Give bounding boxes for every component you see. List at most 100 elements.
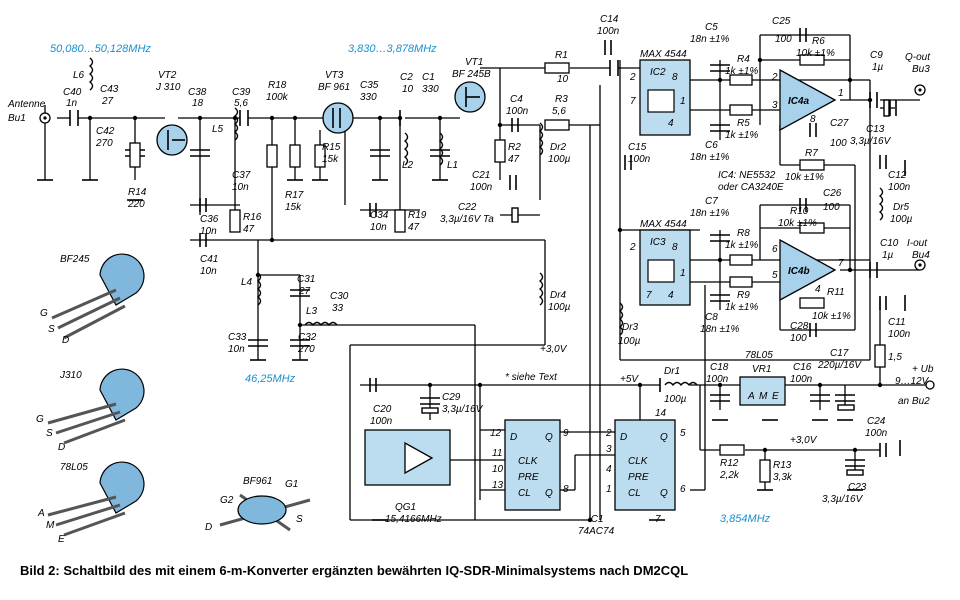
val-r7: 10k ±1% <box>785 172 824 183</box>
qg1-freq: 15,4166MHz <box>385 514 442 525</box>
bf961-s: S <box>296 514 303 525</box>
ff2-clk: CLK <box>628 456 649 467</box>
pin-ic4a-1: 1 <box>838 88 844 99</box>
val-c32: 270 <box>297 344 315 355</box>
ref-c27: C27 <box>830 118 849 129</box>
val-c34: 10n <box>370 222 387 233</box>
figure-caption: Bild 2: Schaltbild des mit einem 6-m-Kon… <box>20 563 688 578</box>
pin-ic1-10: 10 <box>492 464 504 475</box>
ref-r12: R12 <box>720 458 739 469</box>
ic1b-box <box>614 419 676 511</box>
freq-lo: 3,854MHz <box>720 513 771 525</box>
freq-if: 3,830…3,878MHz <box>348 43 437 55</box>
l78-pinout-icon <box>47 461 145 537</box>
val-c36: 10n <box>200 226 217 237</box>
ff2-d: D <box>620 432 627 443</box>
l78-e: E <box>58 534 65 545</box>
ref-c1: C1 <box>422 72 435 83</box>
freq-input: 50,080…50,128MHz <box>50 43 151 55</box>
ref-dr5: Dr5 <box>893 202 910 213</box>
ic2-type: MAX 4544 <box>640 49 687 60</box>
ic2-ref: IC2 <box>650 67 666 78</box>
j310-d: D <box>58 442 65 453</box>
ref-l4: L4 <box>241 277 253 288</box>
pin-ic2-4: 4 <box>668 118 674 129</box>
l78-name: 78L05 <box>60 462 88 473</box>
ic4-note-2: oder CA3240E <box>718 182 784 193</box>
pin-ic4b-7: 7 <box>838 258 844 269</box>
val-c28: 100 <box>790 333 807 344</box>
bu2-label: an Bu2 <box>898 396 930 407</box>
ref-c22: C22 <box>458 202 477 213</box>
val-c2: 10 <box>402 84 414 95</box>
freq-osc: 46,25MHz <box>245 373 296 385</box>
val-r10: 10k ±1% <box>778 218 817 229</box>
val-r12: 2,2k <box>719 470 740 481</box>
qout-label: Q-out <box>905 52 931 63</box>
iout-label: I-out <box>907 238 928 249</box>
ref-c11: C11 <box>888 317 906 328</box>
ref-r2: R2 <box>508 142 521 153</box>
val-dr4: 100µ <box>548 302 571 313</box>
val-r6: 10k ±1% <box>796 48 835 59</box>
val-c14: 100n <box>597 26 620 37</box>
ic4b-ref: IC4b <box>788 266 810 277</box>
ref-c20: C20 <box>373 404 392 415</box>
ref-r18: R18 <box>268 80 287 91</box>
val-r-ub: 1,5 <box>888 352 902 363</box>
ic4a-triangle <box>779 68 837 132</box>
ref-r17: R17 <box>285 190 304 201</box>
vr1-type: 78L05 <box>745 350 773 361</box>
note-siehe-text: * siehe Text <box>505 372 558 383</box>
ic-blocks <box>364 59 837 511</box>
bf961-name: BF961 <box>243 476 272 487</box>
ref-l6: L6 <box>73 70 85 81</box>
j310-g: G <box>36 414 44 425</box>
pin-ic2-2: 2 <box>629 72 636 83</box>
ref-c10: C10 <box>880 238 899 249</box>
ref-c26: C26 <box>823 188 842 199</box>
bf245-pinout-icon <box>51 253 145 340</box>
vr1-pin-a: A <box>747 391 755 402</box>
val-c16: 100n <box>790 374 813 385</box>
val-r17: 15k <box>285 202 302 213</box>
pin-ic3-8: 8 <box>672 242 678 253</box>
rail-5v: +5V <box>620 374 639 385</box>
pin-ic1-13: 13 <box>492 480 504 491</box>
val-dr5: 100µ <box>890 214 913 225</box>
val-r18: 100k <box>266 92 289 103</box>
val-c26: 100 <box>823 202 840 213</box>
val-c8: 18n ±1% <box>700 324 740 335</box>
val-dr1: 100µ <box>664 394 687 405</box>
ff1-d: D <box>510 432 517 443</box>
ref-c17: C17 <box>830 348 849 359</box>
val-c24: 100n <box>865 428 888 439</box>
ref-c9: C9 <box>870 50 883 61</box>
junction-dots <box>87 57 883 523</box>
j310-name: J310 <box>59 370 82 381</box>
pin-ic4a-2: 2 <box>771 72 778 83</box>
pin-ic2-8: 8 <box>672 72 678 83</box>
pin-ic3-7: 7 <box>646 290 652 301</box>
val-c42: 270 <box>95 138 113 149</box>
vr1-ref: VR1 <box>752 364 771 375</box>
val-c10: 1µ <box>882 250 894 261</box>
ic4b-triangle <box>779 238 837 302</box>
ref-c14: C14 <box>600 14 619 25</box>
ref-c32: C32 <box>298 332 317 343</box>
pin-ic1-1: 1 <box>606 484 612 495</box>
val-r19: 47 <box>408 222 420 233</box>
ref-c29: C29 <box>442 392 461 403</box>
ub-label: + Ub <box>912 364 934 375</box>
ic3-ref: IC3 <box>650 237 666 248</box>
bf961-pinout-icon <box>219 493 311 532</box>
val-c4: 100n <box>506 106 529 117</box>
val-c23: 3,3µ/16V <box>822 494 864 505</box>
pinout-drawings <box>47 253 311 537</box>
bf245-s: S <box>48 324 55 335</box>
pin-ic2-1: 1 <box>680 96 686 107</box>
l78-a: A <box>37 508 45 519</box>
vt1-type: BF 245B <box>452 69 491 80</box>
ref-c2: C2 <box>400 72 413 83</box>
ff2-clr: CL <box>628 488 641 499</box>
